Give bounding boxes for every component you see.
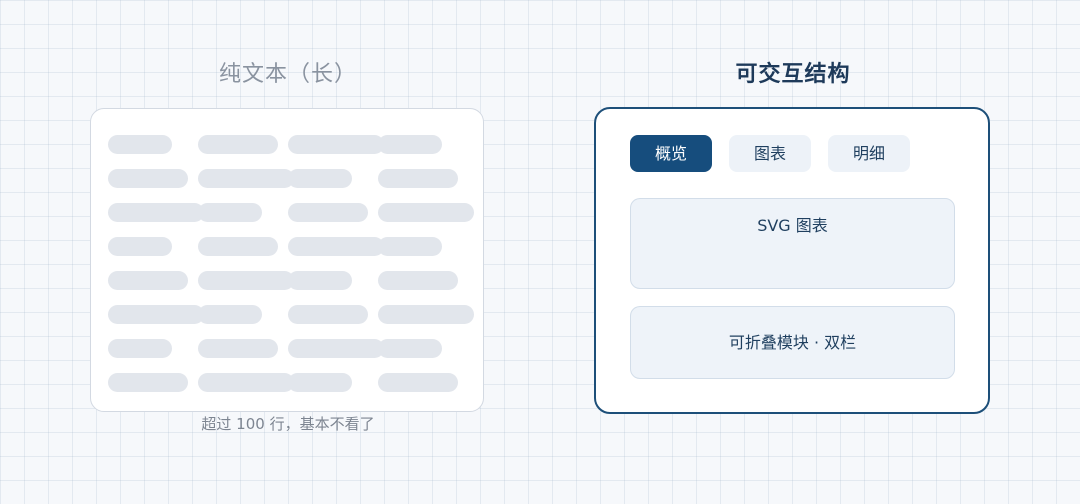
text-line-placeholder: [108, 237, 172, 256]
text-line-placeholder: [288, 271, 352, 290]
text-line-placeholder: [378, 373, 458, 392]
text-line-placeholder: [378, 203, 474, 222]
collapsible-module[interactable]: 可折叠模块 · 双栏: [630, 306, 955, 379]
text-line-placeholder: [108, 271, 188, 290]
right-panel-title: 可交互结构: [735, 62, 851, 87]
text-line-placeholder: [108, 135, 172, 154]
text-line-placeholder: [288, 203, 368, 222]
left-panel-caption: 超过 100 行，基本不看了: [201, 415, 375, 433]
text-line-placeholder: [288, 373, 352, 392]
text-line-placeholder: [288, 305, 368, 324]
plain-text-card: [90, 108, 484, 412]
text-line-placeholder: [108, 339, 172, 358]
text-line-placeholder: [108, 373, 188, 392]
text-line-placeholder: [378, 339, 442, 358]
text-line-placeholder: [288, 169, 352, 188]
text-line-placeholder: [108, 305, 204, 324]
text-line-placeholder: [198, 135, 278, 154]
collapsible-module-label: 可折叠模块 · 双栏: [728, 333, 857, 352]
text-line-placeholder: [108, 203, 204, 222]
tab-detail[interactable]: 明细: [828, 135, 910, 172]
text-line-placeholder: [378, 305, 474, 324]
text-line-placeholder: [378, 135, 442, 154]
svg-chart-module: SVG 图表: [630, 198, 955, 289]
text-line-placeholder: [198, 339, 278, 358]
text-line-placeholder: [198, 373, 294, 392]
text-line-placeholder: [198, 271, 294, 290]
text-line-placeholder: [378, 169, 458, 188]
svg-chart-module-label: SVG 图表: [757, 216, 828, 235]
text-line-placeholder: [378, 237, 442, 256]
text-line-placeholder: [198, 305, 262, 324]
tab-chart[interactable]: 图表: [729, 135, 811, 172]
text-line-placeholder: [378, 271, 458, 290]
tab-overview[interactable]: 概览: [630, 135, 712, 172]
text-line-placeholder: [288, 237, 384, 256]
text-line-placeholder: [198, 169, 294, 188]
text-line-placeholder: [198, 237, 278, 256]
text-line-placeholder: [108, 169, 188, 188]
text-line-placeholder: [288, 339, 384, 358]
text-line-placeholder: [198, 203, 262, 222]
left-panel-title: 纯文本（长）: [218, 62, 357, 87]
text-line-placeholder: [288, 135, 384, 154]
